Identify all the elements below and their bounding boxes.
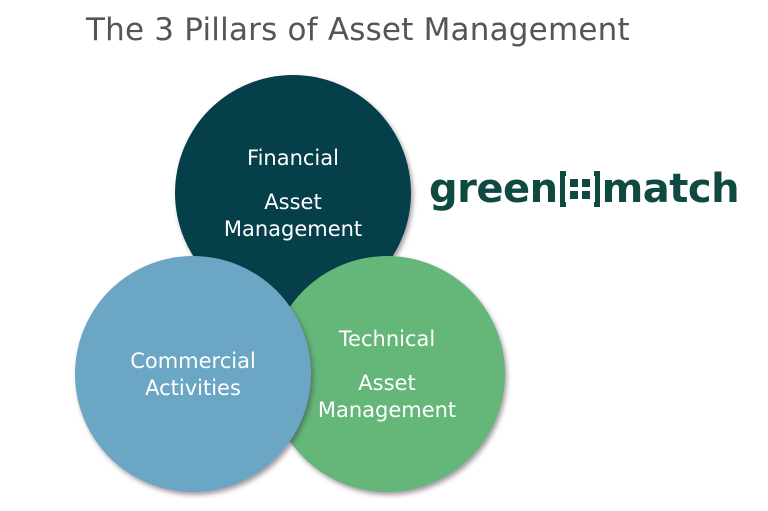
technical-label-line2: Asset	[358, 371, 416, 395]
technical-label-line3: Management	[317, 398, 457, 422]
financial-label-line1: Financial	[247, 146, 339, 170]
technical-label-line1: Technical	[338, 327, 436, 351]
financial-label-line3: Management	[223, 217, 363, 241]
logo-text-right: match	[601, 166, 740, 212]
logo-text-left: green	[429, 166, 558, 212]
commercial-activities-circle: Commercial Activities	[75, 256, 311, 492]
commercial-label-line1: Commercial	[130, 349, 256, 373]
logo-bracket-icon	[559, 171, 600, 207]
financial-label-line2: Asset	[264, 190, 322, 214]
greenmatch-logo: green match	[429, 166, 740, 212]
page-title: The 3 Pillars of Asset Management	[86, 12, 630, 48]
commercial-label-line2: Activities	[145, 376, 241, 400]
